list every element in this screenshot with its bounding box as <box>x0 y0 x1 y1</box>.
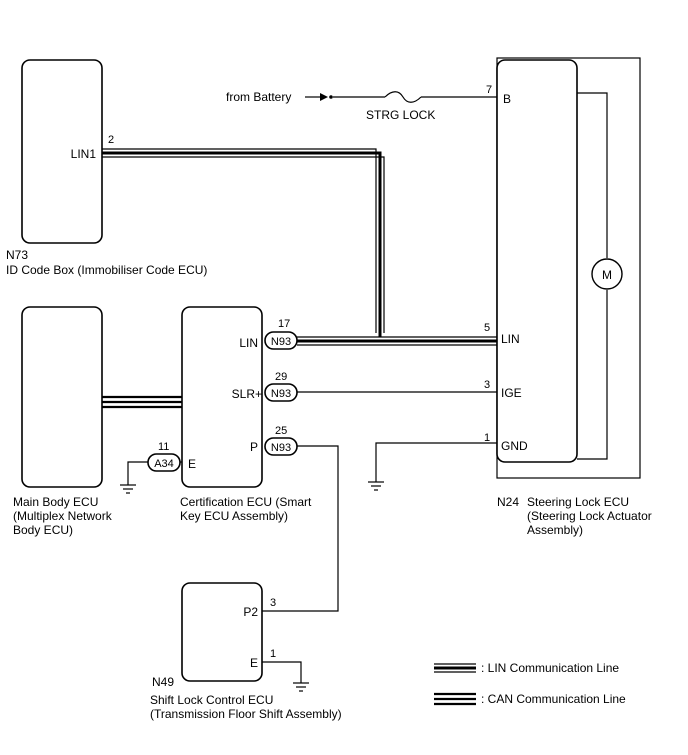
from-battery-label: from Battery <box>226 90 291 104</box>
ground-shift <box>262 661 309 692</box>
cert-name-line-2: Key ECU Assembly) <box>180 509 288 523</box>
id-code-box-name: ID Code Box (Immobiliser Code ECU) <box>6 263 207 277</box>
shift-pin-p2-label: P2 <box>243 605 258 619</box>
steering-lock-ecu: B LIN IGE GND 7 5 3 1 N24 Steering Lock … <box>484 57 652 537</box>
cert-pin-slr-number: 29 <box>275 371 287 383</box>
battery-line: from Battery STRG LOCK <box>226 90 497 122</box>
connector-n93-slr-label: N93 <box>271 388 291 400</box>
main-body-ecu-name-line-3: Body ECU) <box>13 523 73 537</box>
shift-lock-ecu-body <box>181 582 263 682</box>
legend-lin-symbol <box>434 663 476 673</box>
steering-code: N24 <box>497 495 519 509</box>
steering-pin-gnd-label: GND <box>501 439 528 453</box>
id-code-box-code: N73 <box>6 248 28 262</box>
steering-pin-lin-number: 5 <box>484 322 490 334</box>
steering-name-line-3: Assembly) <box>527 523 583 537</box>
lin-line-id-code-box <box>102 148 385 337</box>
ground-cert <box>120 461 182 494</box>
id-code-box-pin-number: 2 <box>108 134 114 146</box>
cert-pin-e-label: E <box>188 457 196 471</box>
legend-lin-label: : LIN Communication Line <box>481 661 619 675</box>
wire-p-p2 <box>262 445 339 612</box>
cert-pin-lin-label: LIN <box>239 336 258 350</box>
connector-n93-p-label: N93 <box>271 442 291 454</box>
shift-lock-ecu: P2 E 3 1 N49 Shift Lock Control ECU (Tra… <box>150 582 342 721</box>
main-body-ecu: Main Body ECU (Multiplex Network Body EC… <box>13 306 113 537</box>
can-line-main-to-cert <box>102 395 182 409</box>
main-body-ecu-name-line-2: (Multiplex Network <box>13 509 113 523</box>
battery-arrow-icon <box>320 93 328 101</box>
steering-pin-b-number: 7 <box>486 84 492 96</box>
legend-can-symbol <box>434 692 476 706</box>
cert-name-line-1: Certification ECU (Smart <box>180 495 312 509</box>
steering-pin-b-label: B <box>503 92 511 106</box>
connector-n93-lin-label: N93 <box>271 336 291 348</box>
id-code-box: LIN1 2 N73 ID Code Box (Immobiliser Code… <box>6 59 207 277</box>
cert-pin-p-number: 25 <box>275 425 287 437</box>
legend: : LIN Communication Line : CAN Communica… <box>434 661 626 706</box>
main-body-ecu-body <box>21 306 103 488</box>
shift-name-line-1: Shift Lock Control ECU <box>150 693 273 707</box>
shift-pin-e-number: 1 <box>270 648 276 660</box>
id-code-box-pin-label: LIN1 <box>71 147 97 161</box>
steering-pin-ige-label: IGE <box>501 386 522 400</box>
cert-pin-e-number: 11 <box>158 441 169 453</box>
steering-pin-gnd-number: 1 <box>484 432 490 444</box>
motor-label: M <box>602 268 612 282</box>
shift-code: N49 <box>152 675 174 689</box>
steering-lock-ecu-body <box>496 59 578 463</box>
main-body-ecu-name-line-1: Main Body ECU <box>13 495 98 509</box>
motor-icon <box>591 258 623 290</box>
steering-pin-lin-label: LIN <box>501 332 520 346</box>
cert-pin-slr-label: SLR+ <box>232 387 262 401</box>
cert-pin-p-label: P <box>250 440 258 454</box>
fuse-icon <box>384 91 422 103</box>
shift-pin-p2-number: 3 <box>270 597 276 609</box>
steering-pin-ige-number: 3 <box>484 379 490 391</box>
shift-pin-e-label: E <box>250 656 258 670</box>
steering-name-line-1: Steering Lock ECU <box>527 495 629 509</box>
ground-steering <box>368 442 497 491</box>
steering-name-line-2: (Steering Lock Actuator <box>527 509 652 523</box>
legend-can-label: : CAN Communication Line <box>481 692 626 706</box>
cert-pin-lin-number: 17 <box>278 318 290 330</box>
fuse-label: STRG LOCK <box>366 108 435 122</box>
lin-line-cert-to-steering <box>297 336 497 346</box>
connector-a34-label: A34 <box>154 458 174 470</box>
certification-ecu: LIN SLR+ P E Certification ECU (Smart Ke… <box>147 306 312 523</box>
certification-ecu-body <box>181 306 263 488</box>
shift-name-line-2: (Transmission Floor Shift Assembly) <box>150 707 342 721</box>
